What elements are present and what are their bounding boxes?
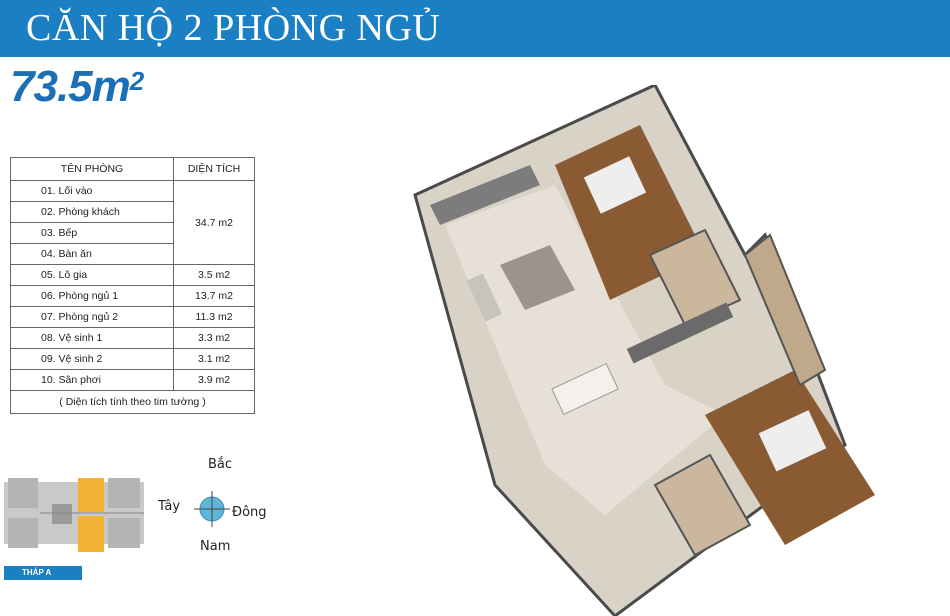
room-name: 10. Sân phơi: [10, 369, 174, 391]
key-plan-unit: [8, 518, 38, 548]
room-name: 07. Phòng ngủ 2: [10, 306, 174, 328]
room-area: 3.9 m2: [173, 369, 255, 391]
room-name: 05. Lô gia: [10, 264, 174, 286]
drying-yard: [743, 233, 827, 387]
page-title: CĂN HỘ 2 PHÒNG NGỦ: [26, 7, 441, 49]
table-row: 08. Vệ sinh 1 3.3 m2: [10, 327, 255, 349]
room-name: 08. Vệ sinh 1: [10, 327, 174, 349]
compass-west-label: Tây: [158, 499, 181, 514]
key-plan-map: [4, 478, 144, 552]
balcony: [430, 165, 540, 225]
tower-label: THÁP A: [4, 566, 82, 580]
room-area: 3.3 m2: [173, 327, 255, 349]
room-area-table: TÊN PHÒNG DIỆN TÍCH 01. Lối vào 34.7 m2 …: [10, 157, 255, 414]
area-note: ( Diện tích tính theo tim tường ): [10, 390, 255, 414]
area-column-header: DIỆN TÍCH: [173, 157, 255, 181]
compass-east-label: Đông: [232, 505, 267, 520]
bedroom-1-bed: [583, 156, 647, 214]
table-row: 07. Phòng ngủ 2 11.3 m2: [10, 306, 255, 328]
compass-north-label: Bắc: [208, 457, 233, 472]
room-area: 3.5 m2: [173, 264, 255, 286]
bedroom-2-bed: [758, 410, 827, 472]
key-plan-unit: [8, 478, 38, 508]
room-name: 06. Phòng ngủ 1: [10, 285, 174, 307]
title-banner: CĂN HỘ 2 PHÒNG NGỦ: [0, 0, 950, 57]
compass: Bắc Tây Đông Nam: [150, 455, 280, 560]
key-plan-highlighted-unit: [78, 478, 104, 512]
area-unit-superscript: 2: [129, 66, 145, 96]
table-note-row: ( Diện tích tính theo tim tường ): [10, 390, 255, 414]
sofa: [466, 273, 502, 322]
table-row: 05. Lô gia 3.5 m2: [10, 264, 255, 286]
area-value: 73.5m: [10, 62, 131, 111]
room-name: 01. Lối vào: [10, 180, 174, 202]
room-area: 34.7 m2: [173, 180, 255, 265]
key-plan-highlighted-unit: [78, 516, 104, 552]
room-name: 03. Bếp: [10, 222, 174, 244]
key-plan-unit: [108, 478, 140, 508]
dining-table: [551, 362, 619, 416]
floor-plan-illustration: [413, 85, 875, 616]
living-rug: [500, 245, 575, 310]
table-row: 10. Sân phơi 3.9 m2: [10, 369, 255, 391]
room-column-header: TÊN PHÒNG: [10, 157, 174, 181]
room-area: 3.1 m2: [173, 348, 255, 370]
room-area: 11.3 m2: [173, 306, 255, 328]
room-area: 13.7 m2: [173, 285, 255, 307]
compass-south-label: Nam: [200, 539, 231, 554]
room-name: 02. Phòng khách: [10, 201, 174, 223]
bathroom-2: [653, 453, 752, 557]
table-row: 06. Phòng ngủ 1 13.7 m2: [10, 285, 255, 307]
compass-rose-icon: [194, 491, 230, 527]
key-plan-unit: [108, 518, 140, 548]
apartment-area: 73.5m2: [10, 62, 145, 112]
bathroom-1: [648, 228, 742, 327]
table-header-row: TÊN PHÒNG DIỆN TÍCH: [10, 157, 255, 181]
kitchen-counter: [626, 302, 734, 364]
room-name: 09. Vệ sinh 2: [10, 348, 174, 370]
room-name: 04. Bàn ăn: [10, 243, 174, 265]
table-row: 01. Lối vào 34.7 m2: [10, 180, 255, 265]
key-plan-core: [52, 504, 72, 524]
table-row: 09. Vệ sinh 2 3.1 m2: [10, 348, 255, 370]
